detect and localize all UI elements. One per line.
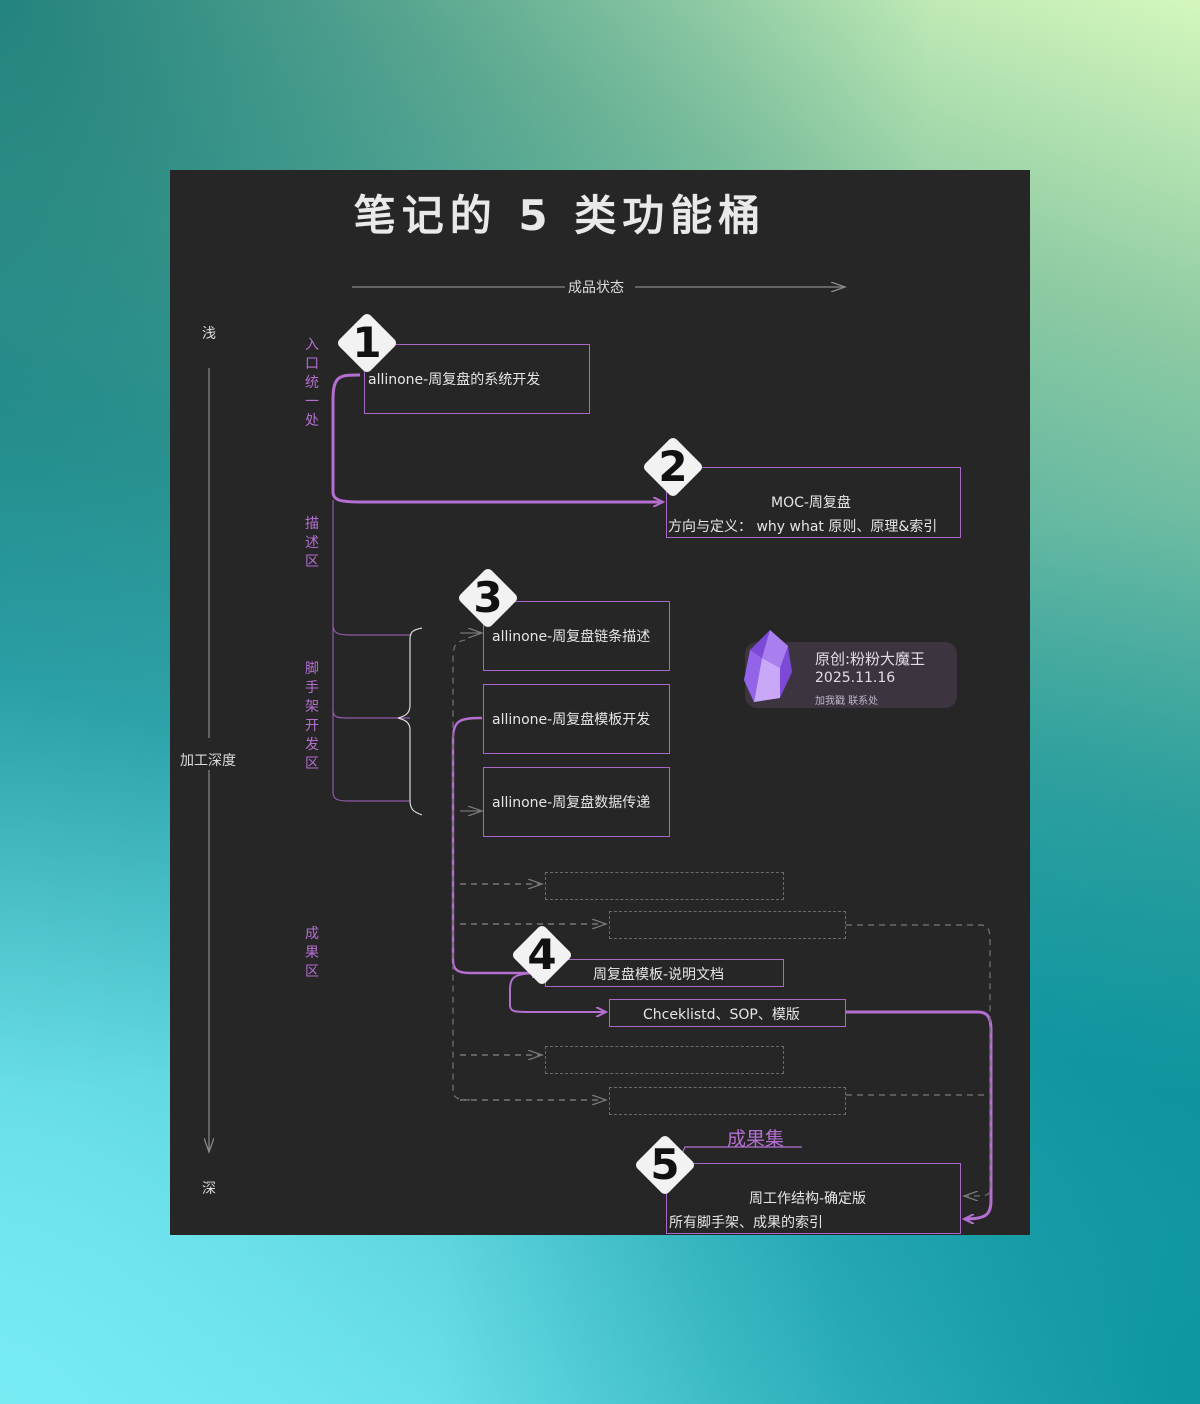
flow-doc-to-checklist <box>509 972 606 1012</box>
node-3b-box[interactable]: allinone-周复盘模板开发 <box>483 684 670 754</box>
flow-1-to-2 <box>331 373 663 502</box>
placeholder-box-4 <box>609 1087 846 1115</box>
y-axis-top-label: 浅 <box>202 326 216 342</box>
signature-contact: 加我戳 联系处 <box>815 696 879 707</box>
placeholder-box-2 <box>609 911 846 939</box>
signature-author: 原创:粉粉大魔王 <box>815 650 926 668</box>
badge-2-number: 2 <box>658 442 688 491</box>
branch-to-n3b <box>332 625 410 719</box>
node-4-checklist-box[interactable]: Chceklistd、SOP、模版 <box>609 999 846 1027</box>
node-3a-box[interactable]: allinone-周复盘链条描述 <box>483 601 670 671</box>
node-5-title: 周工作结构-确定版 <box>749 1191 867 1207</box>
node-4-doc-box[interactable]: 周复盘模板-说明文档 <box>545 959 784 987</box>
node-1-text: allinone-周复盘的系统开发 <box>368 372 541 388</box>
zone-label-scaffold: 脚手架开发区 <box>305 661 319 772</box>
x-axis-label: 成品状态 <box>568 280 624 296</box>
placeholder-box-3 <box>545 1046 784 1074</box>
placeholder-box-1 <box>545 872 784 900</box>
zone-label-describe: 描述区 <box>305 516 319 570</box>
node-4-checklist-text: Chceklistd、SOP、模版 <box>643 1007 800 1023</box>
node-3a-text: allinone-周复盘链条描述 <box>492 629 651 645</box>
node-4-doc-text: 周复盘模板-说明文档 <box>593 967 725 983</box>
zone-label-result: 成果区 <box>305 926 319 980</box>
node-1-box[interactable]: allinone-周复盘的系统开发 <box>364 344 590 414</box>
node-2-subtitle: 方向与定义： why what 原则、原理&索引 <box>668 519 938 535</box>
node-3c-text: allinone-周复盘数据传递 <box>492 795 651 811</box>
brace <box>397 627 423 816</box>
node-5-subtitle: 所有脚手架、成果的索引 <box>669 1215 823 1231</box>
badge-3-number: 3 <box>473 573 503 622</box>
collection-label: 成果集 <box>727 1128 785 1150</box>
node-3b-text: allinone-周复盘模板开发 <box>492 712 651 728</box>
author-signature-card: 原创:粉粉大魔王 2025.11.16 加我戳 联系处 <box>744 630 957 708</box>
badge-5-number: 5 <box>650 1140 680 1189</box>
node-5-box[interactable]: 周工作结构-确定版 所有脚手架、成果的索引 <box>666 1163 961 1234</box>
badge-1-number: 1 <box>352 318 382 367</box>
y-axis-bottom-label: 深 <box>202 1181 216 1197</box>
node-2-box[interactable]: MOC-周复盘 方向与定义： why what 原则、原理&索引 <box>666 467 961 538</box>
flow-checklist-to-5 <box>846 1010 993 1219</box>
zone-label-entry: 入口统一处 <box>305 337 319 429</box>
dashed-loop-to-5 <box>846 924 991 1196</box>
branch-to-n3a <box>332 500 410 636</box>
diagram-title: 笔记的 5 类功能桶 <box>353 191 767 240</box>
signature-date: 2025.11.16 <box>815 670 896 686</box>
node-2-title: MOC-周复盘 <box>771 495 851 511</box>
node-3c-box[interactable]: allinone-周复盘数据传递 <box>483 767 670 837</box>
dashed-trunk <box>452 639 471 1101</box>
obsidian-logo-icon <box>744 630 792 702</box>
flow-3-to-4 <box>451 716 542 973</box>
badge-4-number: 4 <box>527 930 557 979</box>
diagram-canvas: 笔记的 5 类功能桶 成品状态 浅 加工深度 深 入口统一处 描述区 脚手架开发… <box>170 170 1030 1235</box>
branch-to-n3c <box>332 710 410 802</box>
y-axis-label: 加工深度 <box>180 753 236 769</box>
